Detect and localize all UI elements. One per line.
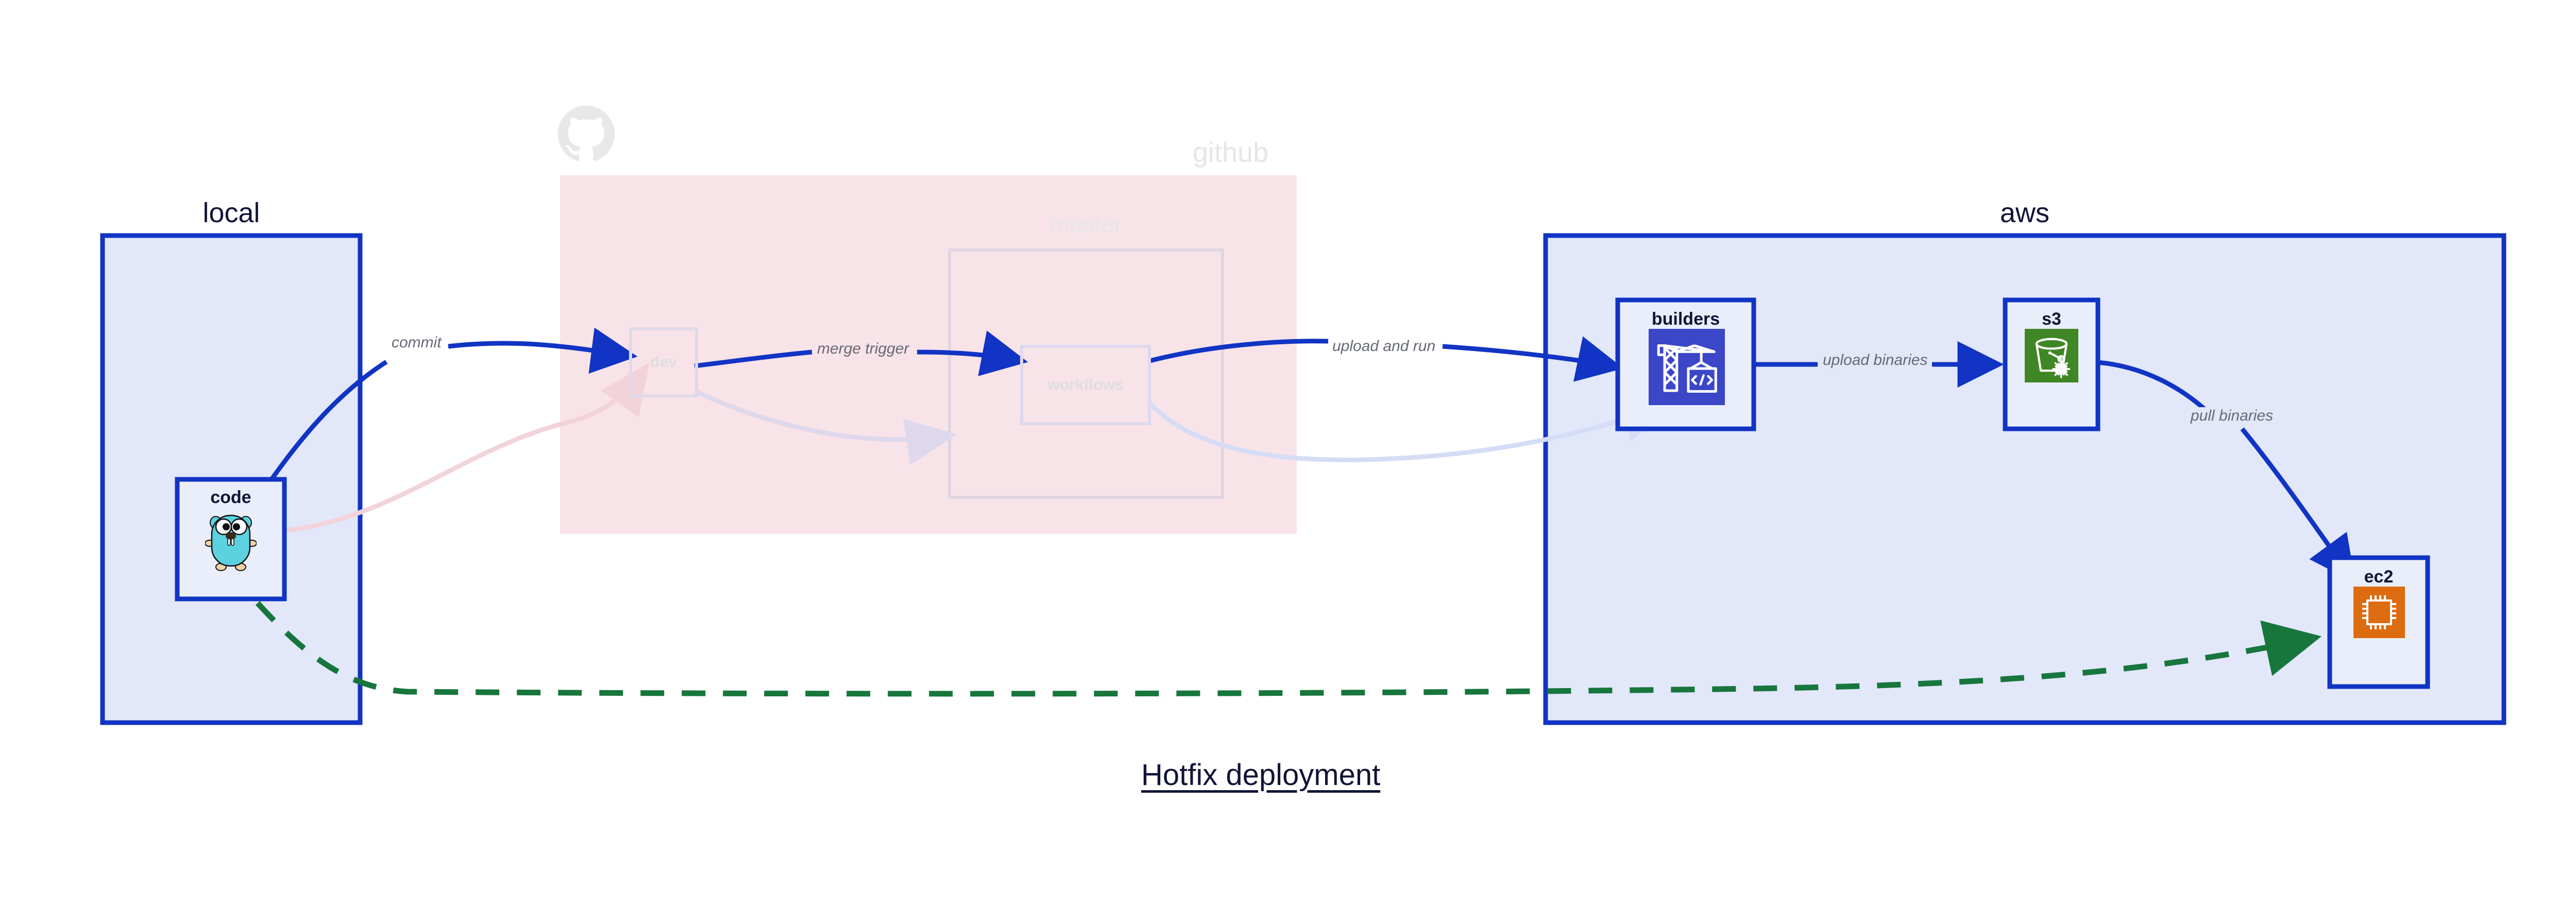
ghost-edge-code-dev [280,362,650,533]
edge-upload-and-run-seg1 [1149,339,1329,363]
diagram-title: Hotfix deployment [1141,758,1381,792]
node-label-builders: builders [1651,309,1720,329]
edge-commit-seg2 [448,327,638,374]
aws-codebuild-icon [1649,329,1725,405]
node-label-workflows: workflows [1047,376,1124,393]
edge-merge-trigger-seg1 [694,349,812,369]
aws-s3-glacier-icon [2025,329,2078,382]
edge-upload-and-run-seg2 [1442,336,1624,382]
node-label-ec2: ec2 [2364,567,2394,587]
aws-ec2-icon [2353,587,2405,638]
node-ec2-box[interactable] [2327,555,2430,689]
ghost-edge-dev-workflows [696,389,957,465]
edge-label-upload-and-run: upload and run [1332,338,1436,355]
node-workflows-box[interactable] [1020,345,1151,425]
edge-merge-trigger-seg2 [917,330,1028,376]
group-title-aws: aws [1999,197,2050,228]
group-title-local: local [202,197,260,228]
github-logo-icon [555,103,617,165]
group-title-github: github [1192,137,1268,168]
group-title-master: master [1049,211,1123,238]
node-label-s3: s3 [2042,309,2061,329]
node-dev-box[interactable] [629,327,698,397]
edge-commit-seg1 [266,360,388,486]
ghost-edge-workflows-builders [1147,397,1673,462]
edge-label-upload-binaries: upload binaries [1823,352,1928,369]
edge-label-merge-trigger: merge trigger [817,340,909,358]
edge-label-pull-binaries: pull binaries [2191,407,2274,425]
node-label-dev: dev [650,354,677,371]
go-gopher-icon [205,509,257,571]
group-master-box [948,248,1224,499]
node-label-code: code [210,488,251,507]
edge-hotfix-direct [255,601,2322,697]
edge-label-commit: commit [392,334,442,352]
